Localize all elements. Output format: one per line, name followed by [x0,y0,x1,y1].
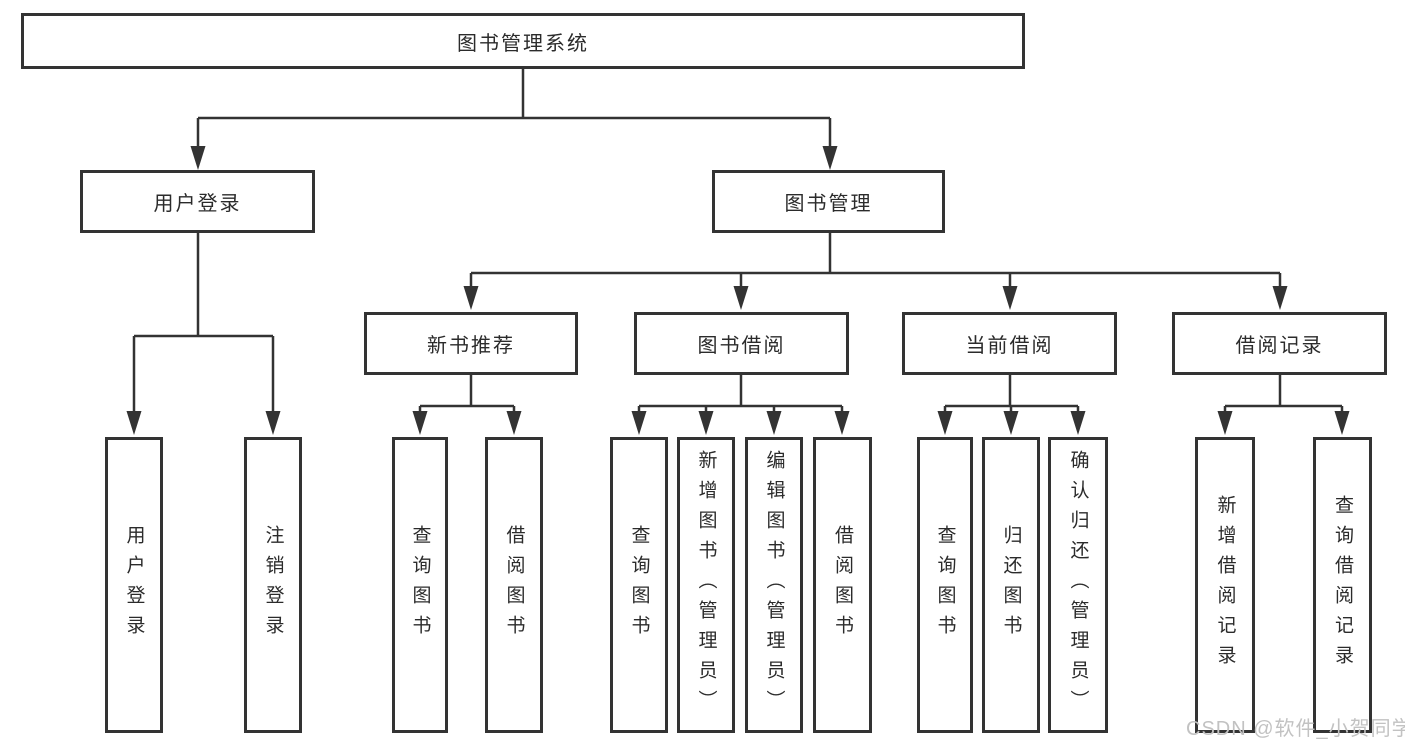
node-new-book-recommend: 新书推荐 [364,312,578,375]
leaf-borrow-books-recommend: 借阅图书 [485,437,543,733]
leaf-label: 编辑图书（管理员） [763,450,785,720]
leaf-label: 确认归还（管理员） [1067,450,1089,720]
leaf-borrow-books: 借阅图书 [813,437,872,733]
leaf-label: 查询图书 [409,525,431,645]
node-book-management: 图书管理 [712,170,945,233]
leaf-label: 注销登录 [262,525,284,645]
leaf-return-books: 归还图书 [982,437,1040,733]
leaf-label: 用户登录 [123,525,145,645]
leaf-confirm-return-admin: 确认归还（管理员） [1048,437,1108,733]
csdn-watermark: CSDN @软件_小贺同学 [1186,718,1405,740]
leaf-query-books-borrow: 查询图书 [610,437,668,733]
leaf-add-borrow-record: 新增借阅记录 [1195,437,1255,733]
leaf-edit-books-admin: 编辑图书（管理员） [745,437,803,733]
leaf-label: 查询图书 [934,525,956,645]
node-user-login: 用户登录 [80,170,315,233]
leaf-label: 归还图书 [1000,525,1022,645]
leaf-label: 查询图书 [628,525,650,645]
leaf-label: 借阅图书 [832,525,853,645]
leaf-label: 借阅图书 [503,525,525,645]
leaf-query-books-recommend: 查询图书 [392,437,448,733]
leaf-label: 查询借阅记录 [1332,495,1353,675]
leaf-label: 新增借阅记录 [1214,495,1236,675]
leaf-label: 新增图书（管理员） [695,450,717,720]
node-book-borrow: 图书借阅 [634,312,849,375]
leaf-logout: 注销登录 [244,437,302,733]
node-current-borrow: 当前借阅 [902,312,1117,375]
node-borrow-record: 借阅记录 [1172,312,1387,375]
leaf-add-books-admin: 新增图书（管理员） [677,437,735,733]
leaf-user-login: 用户登录 [105,437,163,733]
node-system-root: 图书管理系统 [21,13,1025,69]
leaf-query-books-current: 查询图书 [917,437,973,733]
leaf-query-borrow-record: 查询借阅记录 [1313,437,1372,733]
